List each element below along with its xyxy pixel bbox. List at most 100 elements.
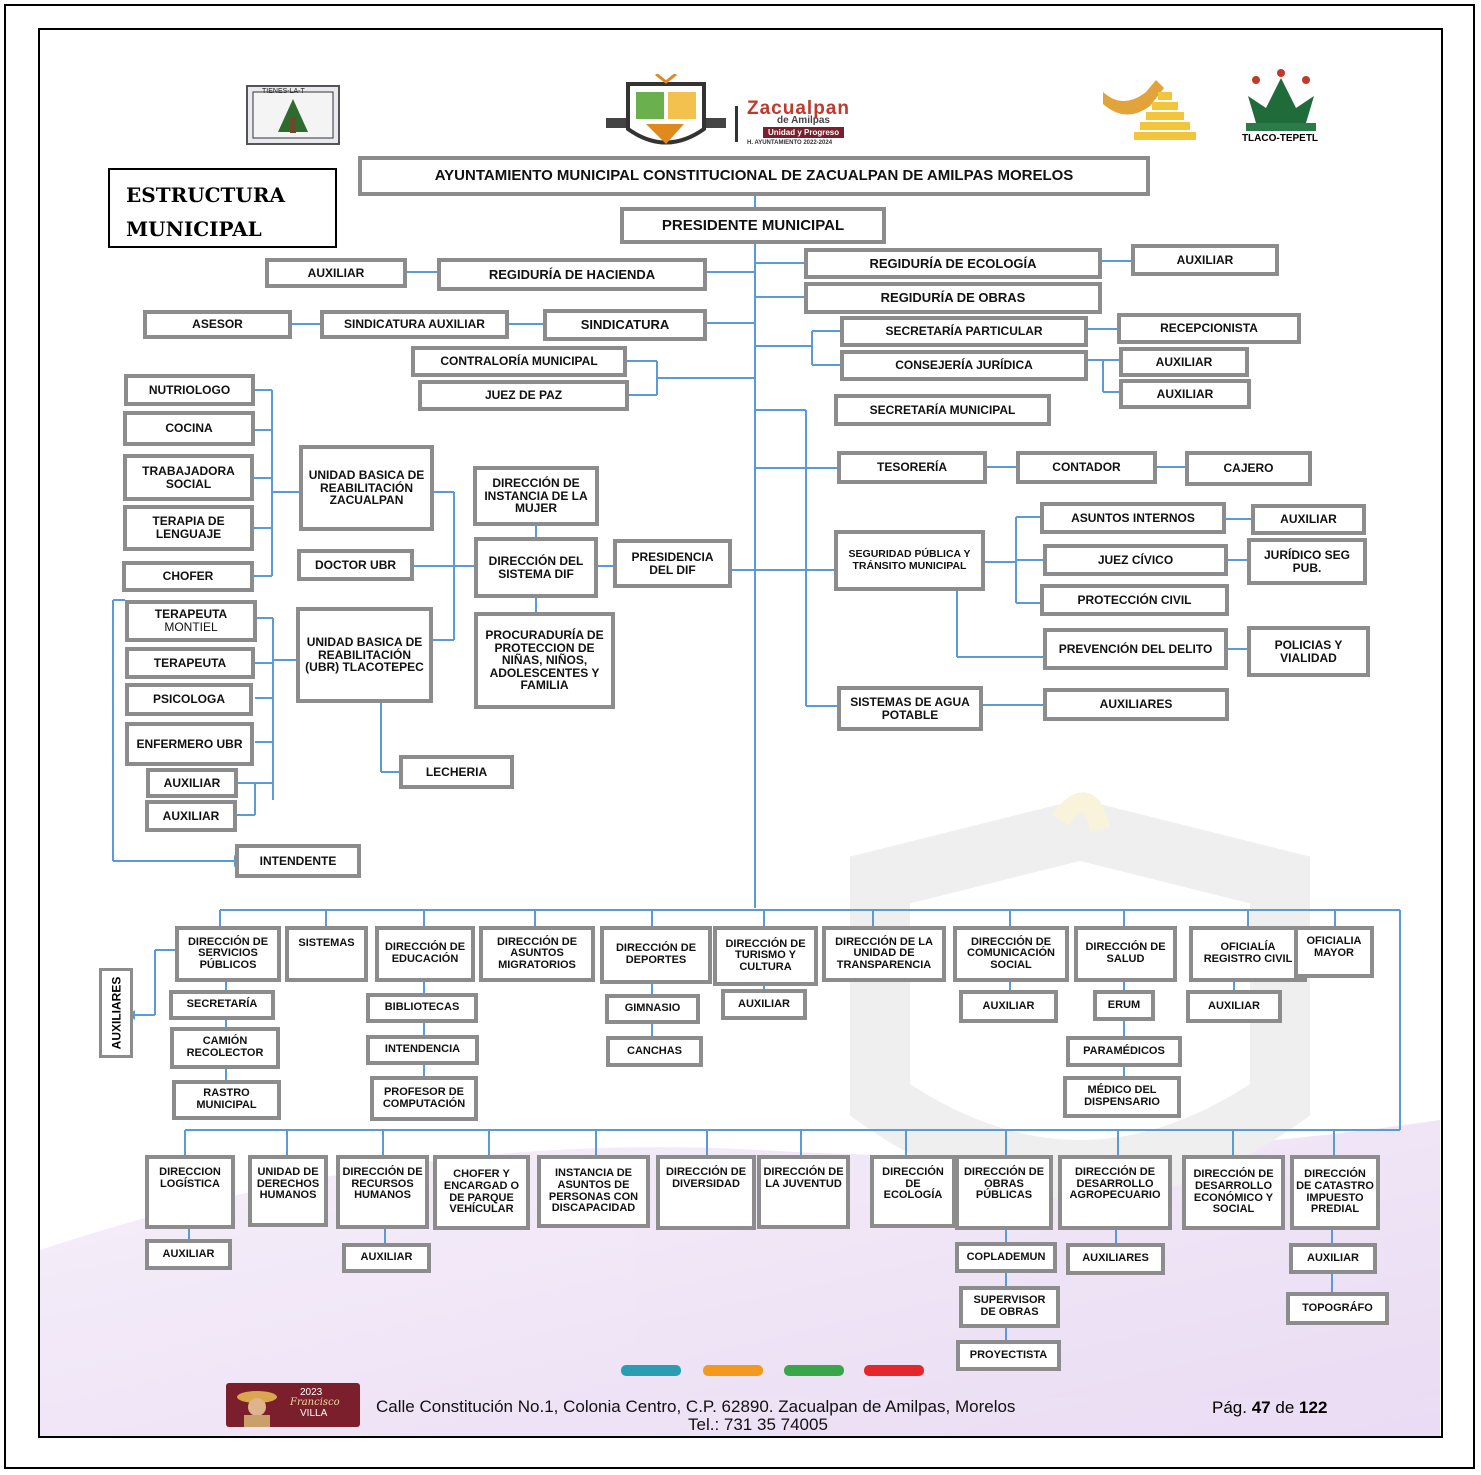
node-aux-ubr2: AUXILIAR [145,800,237,832]
node-d-comunicacion: DIRECCIÓN DE COMUNICACIÓN SOCIAL [953,926,1069,982]
node-juez-civico: JUEZ CÍVICO [1043,544,1228,576]
node-intendencia: INTENDENCIA [366,1035,479,1065]
node-sindicatura: SINDICATURA [543,309,707,341]
node-d-catastro: DIRECCIÓN DE CATASTRO IMPUESTO PREDIAL [1290,1155,1380,1230]
node-contador: CONTADOR [1016,451,1157,484]
node-d-migratorios: DIRECCIÓN DE ASUNTOS MIGRATORIOS [479,926,595,982]
town-subtitle: de Amilpas [777,115,830,126]
node-doctor-ubr: DOCTOR UBR [297,549,414,581]
page-of: de [1275,1398,1295,1417]
node-reg-obras: REGIDURÍA DE OBRAS [804,282,1102,314]
node-seguridad: SEGURIDAD PÚBLICA Y TRÁNSITO MUNICIPAL [834,530,985,591]
node-d-diversidad: DIRECCIÓN DE DIVERSIDAD [656,1155,756,1230]
node-instancia-discapacidad: INSTANCIA DE ASUNTOS DE PERSONAS CON DIS… [537,1155,650,1228]
node-dir-mujer: DIRECCIÓN DE INSTANCIA DE LA MUJER [473,466,599,526]
page-outer-border [4,4,1475,1469]
node-juridico: JURÍDICO SEG PUB. [1247,538,1367,585]
badge-year: 2023 [300,1387,323,1398]
zacualpan-wordmark: Zacualpan de Amilpas Unidad y Progreso H… [735,98,875,152]
node-chofer-parque: CHOFER Y ENCARGAD O DE PARQUE VEHÍCULAR [433,1155,530,1230]
node-cocina: COCINA [123,411,255,446]
node-juez-paz: JUEZ DE PAZ [418,380,629,411]
node-aux-ubr1: AUXILIAR [146,768,238,798]
title-line-2: MUNICIPAL [126,217,262,241]
node-d-turismo: DIRECCIÓN DE TURISMO Y CULTURA [713,926,818,986]
node-erum: ERUM [1093,990,1155,1021]
node-canchas: CANCHAS [606,1036,703,1067]
node-ubr-tlacotepec: UNIDAD BASICA DE REABILITACIÓN (UBR) TLA… [296,607,433,703]
node-d-deportes: DIRECCIÓN DE DEPORTES [600,926,712,984]
node-coplademun: COPLADEMUN [955,1242,1057,1273]
node-tesoreria: TESORERÍA [837,451,987,484]
tlaco-tepetl-logo: TLACO-TEPETL [1226,68,1336,148]
tree-icon [1246,69,1316,131]
node-auxiliares-agua: AUXILIARES [1043,688,1229,721]
node-consejeria: CONSEJERÍA JURÍDICA [840,350,1088,381]
node-d-rrhh: DIRECCIÓN DE RECURSOS HUMANOS [336,1155,429,1229]
node-aux-comunicacion: AUXILIAR [959,990,1058,1023]
node-profesor: PROFESOR DE COMPUTACIÓN [370,1076,478,1121]
node-dir-dif: DIRECCIÓN DEL SISTEMA DIF [474,537,598,598]
terapeuta-montiel-line1: TERAPEUTA [154,607,228,622]
node-sistemas: SISTEMAS [285,926,368,982]
node-terapeuta: TERAPEUTA [125,647,255,679]
node-cajero: CAJERO [1185,451,1312,486]
node-d-transparencia: DIRECCIÓN DE LA UNIDAD DE TRANSPARENCIA [822,926,946,982]
node-terapeuta-montiel: TERAPEUTA MONTIEL [125,600,257,642]
node-proyectista: PROYECTISTA [956,1340,1061,1371]
slogan: Unidad y Progreso [763,127,845,138]
node-lecheria: LECHERIA [399,755,514,789]
node-trabajadora: TRABAJADORA SOCIAL [123,454,254,501]
shield-icon [606,72,726,145]
node-d-economico: DIRECCIÓN DE DESARROLLO ECONÓMICO Y SOCI… [1182,1155,1285,1230]
node-d-obras: DIRECCIÓN DE OBRAS PÚBLICAS [955,1155,1053,1230]
node-reg-hacienda: REGIDURÍA DE HACIENDA [437,258,707,291]
node-d-ecologia: DIRECCIÓN DE ECOLOGÍA [870,1155,956,1228]
node-policias: POLICIAS Y VIALIDAD [1247,626,1370,677]
badge-name-2: VILLA [300,1408,328,1419]
page-current: 47 [1251,1398,1271,1417]
node-u-derechos: UNIDAD DE DERECHOS HUMANOS [248,1155,328,1227]
node-proteccion-civil: PROTECCIÓN CIVIL [1040,584,1229,616]
node-d-salud: DIRECCIÓN DE SALUD [1074,926,1177,982]
town-name: Zacualpan [747,98,850,119]
node-aux-rrhh: AUXILIAR [342,1243,431,1273]
pyramid-arm-icon [1103,80,1196,140]
tlaco-label: TLACO-TEPETL [1241,133,1319,144]
node-asuntos-internos: ASUNTOS INTERNOS [1040,502,1226,534]
node-aux-catastro: AUXILIAR [1289,1243,1377,1274]
node-secretaria: SECRETARÍA [169,990,275,1020]
node-auxiliares-vertical: AUXILIARES [99,968,133,1058]
node-procuraduria: PROCURADURÍA DE PROTECCION DE NIÑAS, NIÑ… [474,612,615,709]
node-topografo: TOPOGRÁFO [1286,1292,1389,1325]
page-number: Pág. 47 de 122 [1212,1398,1327,1418]
node-sec-particular: SECRETARÍA PARTICULAR [840,316,1088,347]
node-terapia-lenguaje: TERAPIA DE LENGUAJE [123,505,254,551]
seal-text: TIENES-LA-T [262,88,305,95]
node-aux-registro: AUXILIAR [1186,990,1282,1023]
node-aux-asuntos: AUXILIAR [1251,504,1366,535]
node-d-logistica: DIRECCION LOGÍSTICA [145,1155,235,1229]
node-sind-aux: SINDICATURA AUXILIAR [320,310,509,339]
admin-period: H. AYUNTAMIENTO 2022-2024 [747,140,833,146]
node-rastro: RASTRO MUNICIPAL [172,1080,281,1120]
node-nutriologo: NUTRIOLOGO [124,374,255,406]
page-prefix: Pág. [1212,1398,1247,1417]
node-aux-turismo: AUXILIAR [721,989,807,1020]
node-agua-potable: SISTEMAS DE AGUA POTABLE [837,686,983,731]
municipal-shield-logo [606,72,726,154]
node-prevencion: PREVENCIÓN DEL DELITO [1043,628,1228,670]
node-asesor: ASESOR [143,310,292,339]
node-aux-cons2: AUXILIAR [1119,379,1251,409]
seal-icon [252,91,334,139]
seal-logo: TIENES-LA-T [246,85,340,145]
structure-title: ESTRUCTURA MUNICIPAL [108,168,337,248]
node-reg-ecologia: REGIDURÍA DE ECOLOGÍA [804,248,1102,279]
pyramid-logo [1098,72,1208,144]
node-contraloria: CONTRALORÍA MUNICIPAL [411,346,627,377]
node-auxiliares-agro: AUXILIARES [1066,1243,1165,1275]
node-enfermero: ENFERMERO UBR [125,722,254,766]
title-line-1: ESTRUCTURA [126,183,286,207]
node-d-educacion: DIRECCIÓN DE EDUCACIÓN [375,926,475,982]
ayuntamiento-header: AYUNTAMIENTO MUNICIPAL CONSTITUCIONAL DE… [358,156,1150,196]
